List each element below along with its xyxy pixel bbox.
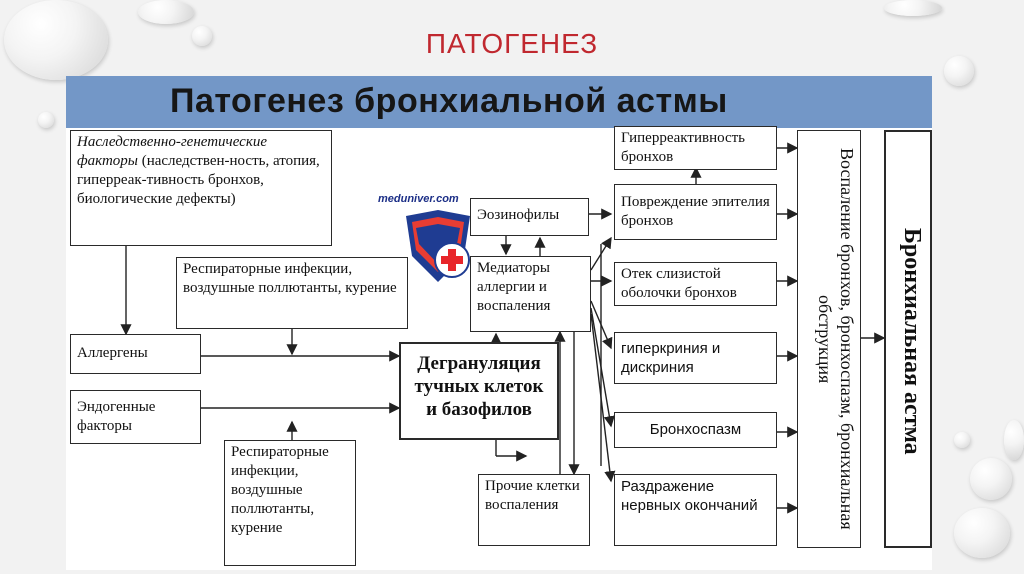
inflammation-column-text: Воспаление бронхов, бронхоспазм, бронхиа… xyxy=(815,148,857,530)
asthma-column-text: Бронхиальная астма xyxy=(899,227,925,455)
hereditary-factors-details: (наследствен-ность, атопия, гиперреак-ти… xyxy=(77,153,320,207)
epithelium-damage-box: Повреждение эпителия бронхов xyxy=(614,184,777,240)
other-cells-box: Прочие клетки воспаления xyxy=(478,474,590,546)
water-drop-decoration xyxy=(1004,420,1024,460)
asthma-column: Бронхиальная астма xyxy=(884,130,932,548)
pathogenesis-diagram: Патогенез бронхиальной астмы xyxy=(66,76,932,570)
respiratory-infections-top-box: Респираторные инфекции, воздушные поллют… xyxy=(176,257,408,329)
watermark-text: meduniver.com xyxy=(378,193,459,205)
edema-box: Отек слизистой оболочки бронхов xyxy=(614,262,777,306)
eosinophils-box: Эозинофилы xyxy=(470,198,589,236)
water-drop-decoration xyxy=(954,508,1010,558)
diagram-title: Патогенез бронхиальной астмы xyxy=(170,82,728,120)
hyperreactivity-box: Гиперреактивность бронхов xyxy=(614,126,777,170)
water-drop-decoration xyxy=(944,56,974,86)
nerve-irritation-box: Раздражение нервных окончаний xyxy=(614,474,777,546)
water-drop-decoration xyxy=(884,0,942,16)
water-drop-decoration xyxy=(954,432,970,448)
water-drop-decoration xyxy=(192,26,212,46)
diagram-banner: Патогенез бронхиальной астмы xyxy=(66,76,932,128)
connector-arrows xyxy=(120,142,886,514)
bronchospasm-box: Бронхоспазм xyxy=(614,412,777,448)
water-drop-decoration xyxy=(4,0,108,80)
respiratory-infections-bottom-box: Респираторные инфекции, воздушные поллют… xyxy=(224,440,356,566)
mediators-box: Медиаторы аллергии и воспаления xyxy=(470,256,591,332)
degranulation-box: Дегрануляция тучных клеток и базофилов xyxy=(399,342,559,440)
allergens-box: Аллергены xyxy=(70,334,201,374)
medical-cross-logo xyxy=(402,208,474,286)
endogenous-factors-box: Эндогенные факторы xyxy=(70,390,201,444)
water-drop-decoration xyxy=(970,458,1012,500)
slide-title: ПАТОГЕНЕЗ xyxy=(425,28,599,59)
hereditary-factors-box: Наследственно-генетические факторы (насл… xyxy=(70,130,332,246)
water-drop-decoration xyxy=(38,112,54,128)
hereditary-factors-heading: Наследственно-генетические факторы xyxy=(77,134,268,169)
water-drop-decoration xyxy=(138,0,194,24)
hypercrinia-box: гиперкриния и дискриния xyxy=(614,332,777,384)
inflammation-column: Воспаление бронхов, бронхоспазм, бронхиа… xyxy=(797,130,861,548)
